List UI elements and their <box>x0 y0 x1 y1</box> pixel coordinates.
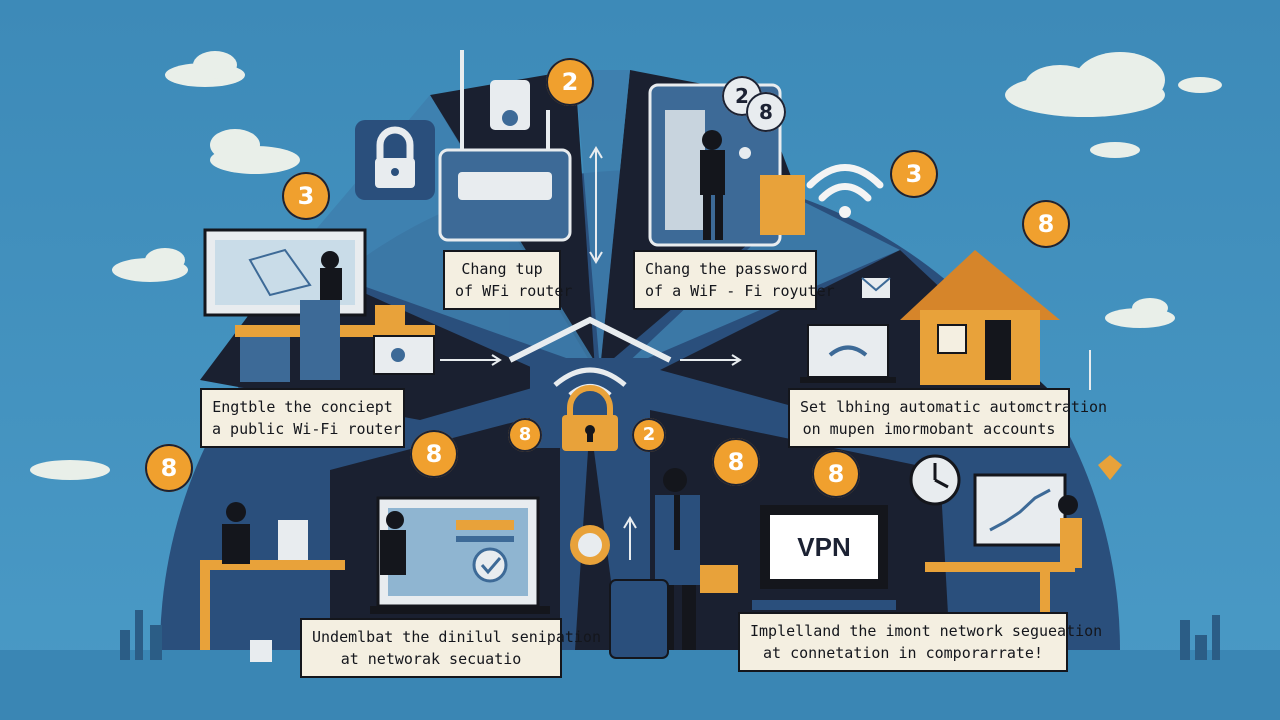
badge-top-left: 3 <box>282 172 330 220</box>
caption-router-password: Chang the password of a WiF - Fi royuter <box>633 250 835 310</box>
badge-top-center: 2 <box>546 58 594 106</box>
person-desk-lower-left <box>200 502 345 662</box>
laptop-wifi-icon <box>800 324 896 383</box>
caption-line: at networak secuatio <box>340 650 522 668</box>
envelope-icon <box>861 277 891 298</box>
person-router <box>700 130 725 240</box>
caption-line: Engtble the conciept <box>212 398 393 416</box>
clock-icon <box>909 454 961 506</box>
badge-right: 8 <box>1022 200 1070 248</box>
badge-lower-right: 8 <box>812 450 860 498</box>
badge-lower-mid: 8 <box>712 438 760 486</box>
caption-router-top: Chang tup of WFi router <box>443 250 573 310</box>
monitor-small-icon <box>373 335 435 375</box>
skyline-left <box>120 610 1220 660</box>
caption-segmentation: Undemlbat the dinilul senipation at netw… <box>300 618 601 678</box>
caption-automation: Set lbhing automatic automctration on mu… <box>788 388 1108 448</box>
person-laptop <box>380 511 406 575</box>
badge-left: 8 <box>145 444 193 492</box>
woman-desk <box>320 251 342 300</box>
badge-house-8: 8 <box>508 418 542 452</box>
vpn-label: VPN <box>770 515 878 579</box>
house-lock-icon <box>508 316 672 451</box>
caption-line: Chang the password <box>645 260 808 278</box>
caption-line: of WFi router <box>455 282 573 300</box>
caption-line: Chang tup <box>461 260 543 278</box>
diamond-icon <box>1098 455 1122 480</box>
wifi-icon <box>806 164 884 202</box>
caption-line: a public Wi-Fi router <box>212 420 402 438</box>
caption-line: on mupen imormobant accounts <box>802 420 1056 438</box>
caption-line: Undemlbat the dinilul senipation <box>312 628 601 646</box>
router-icon <box>438 50 572 242</box>
badge-router-8: 8 <box>746 92 786 132</box>
arrows <box>440 146 1091 560</box>
lock-icon <box>355 120 435 200</box>
woman-chart <box>1058 495 1082 568</box>
caption-line: at connetation in comporarrate! <box>763 644 1043 662</box>
caption-public-wifi: Engtble the conciept a public Wi-Fi rout… <box>200 388 405 448</box>
badge-house-2: 2 <box>632 418 666 452</box>
badge-mid-left: 8 <box>410 430 458 478</box>
badge-top-right: 3 <box>890 150 938 198</box>
caption-line: of a WiF - Fi royuter <box>645 282 835 300</box>
person-luggage <box>570 468 738 659</box>
caption-line: Set lbhing automatic automctration <box>800 398 1108 416</box>
caption-network: Implelland the imont network segueation … <box>738 612 1103 672</box>
caption-line: Implelland the imont network segueation <box>750 622 1103 640</box>
ground <box>0 650 1280 720</box>
house-icon <box>900 250 1060 385</box>
